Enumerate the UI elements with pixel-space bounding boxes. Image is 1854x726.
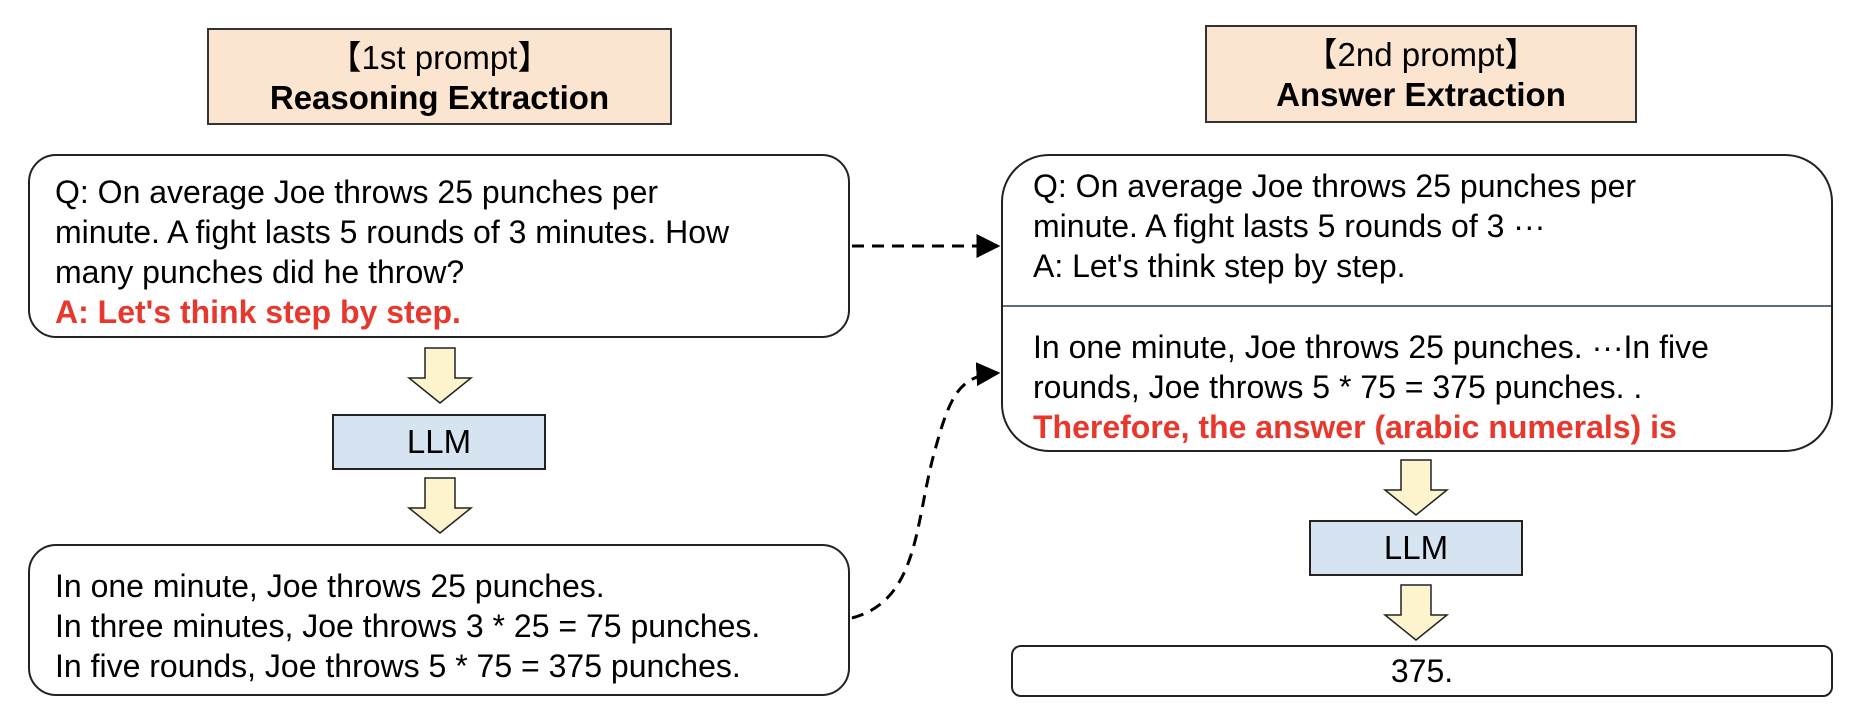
section-divider [1003, 305, 1831, 307]
question-line: minute. A fight lasts 5 rounds of 3 ··· [1033, 208, 1546, 244]
question-line: A: Let's think step by step. [1033, 248, 1406, 284]
reasoning-trigger: A: Let's think step by step. [55, 294, 461, 330]
final-answer: 375. [1390, 653, 1454, 689]
reasoning-line: In five rounds, Joe throws 5 * 75 = 375 … [55, 648, 741, 684]
answer-trigger: Therefore, the answer (arabic numerals) … [1033, 409, 1677, 445]
question-line: Q: On average Joe throws 25 punches per [1033, 168, 1637, 204]
second-prompt-question-section: Q: On average Joe throws 25 punches per … [1033, 166, 1636, 286]
reasoning-line: rounds, Joe throws 5 * 75 = 375 punches.… [1033, 369, 1643, 405]
down-block-arrow-icon [406, 477, 474, 534]
second-prompt-label: 【2nd prompt】 [1304, 36, 1538, 73]
reasoning-extraction-title: Reasoning Extraction [269, 79, 610, 116]
reasoning-line: In one minute, Joe throws 25 punches. [55, 568, 605, 604]
reasoning-output-box: In one minute, Joe throws 25 punches. In… [28, 544, 850, 696]
first-prompt-question-box: Q: On average Joe throws 25 punches per … [28, 154, 850, 338]
answer-extraction-title: Answer Extraction [1276, 76, 1566, 113]
first-llm-box: LLM [332, 414, 546, 470]
reasoning-line: In three minutes, Joe throws 3 * 25 = 75… [55, 608, 761, 644]
reasoning-line: In one minute, Joe throws 25 punches. ··… [1033, 329, 1709, 365]
second-prompt-reasoning-section: In one minute, Joe throws 25 punches. ··… [1033, 327, 1709, 447]
llm-label: LLM [1383, 529, 1449, 566]
dashed-arrow-icon [851, 362, 1001, 620]
down-block-arrow-icon [1382, 584, 1450, 641]
llm-label: LLM [406, 423, 472, 460]
down-block-arrow-icon [1382, 459, 1450, 516]
first-prompt-header: 【1st prompt】 Reasoning Extraction [207, 28, 672, 125]
down-block-arrow-icon [406, 347, 474, 404]
second-prompt-header: 【2nd prompt】 Answer Extraction [1205, 25, 1637, 123]
question-line: minute. A fight lasts 5 rounds of 3 minu… [55, 214, 730, 250]
second-prompt-box: Q: On average Joe throws 25 punches per … [1001, 154, 1833, 452]
first-prompt-label: 【1st prompt】 [328, 39, 551, 76]
final-answer-box: 375. [1011, 645, 1833, 697]
question-line: many punches did he throw? [55, 254, 465, 290]
second-llm-box: LLM [1309, 520, 1523, 576]
question-line: Q: On average Joe throws 25 punches per [55, 174, 659, 210]
